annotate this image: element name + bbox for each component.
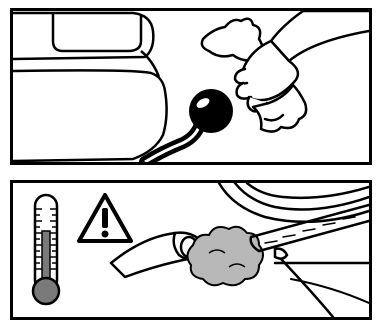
panel-drain-wipe-drawing <box>13 11 369 162</box>
panel-drain-wipe <box>10 8 372 165</box>
drain-plug-icon <box>189 89 233 133</box>
panel-hot-steam-warning <box>10 180 372 320</box>
panel-hot-steam-drawing <box>13 183 369 317</box>
drain-hose-icon <box>145 119 201 162</box>
warning-triangle-icon <box>79 195 131 241</box>
machine-body-outline <box>13 13 167 161</box>
thermometer-icon <box>33 195 59 304</box>
